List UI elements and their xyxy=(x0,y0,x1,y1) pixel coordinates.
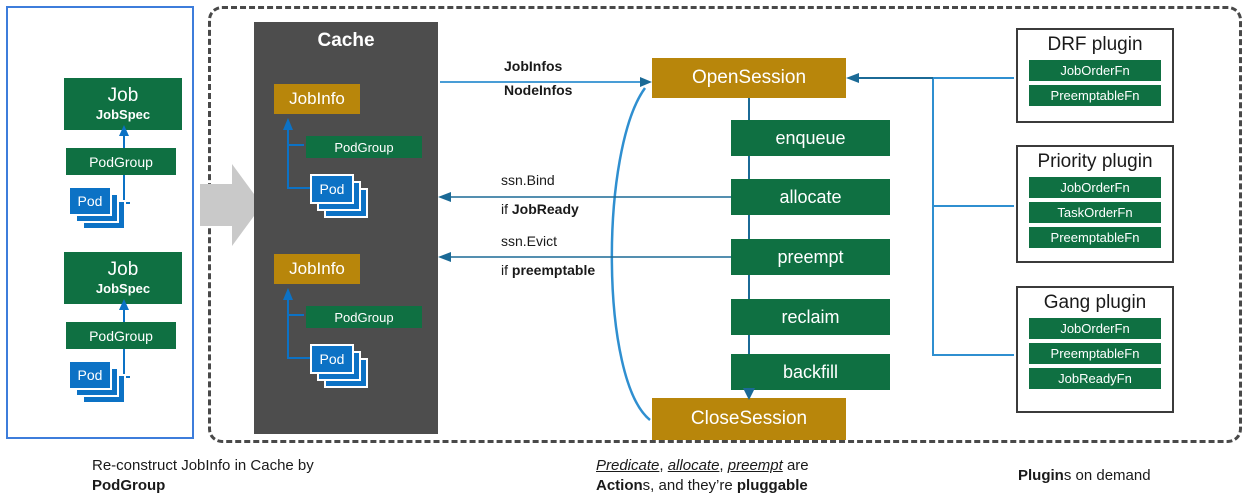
job-subtitle: JobSpec xyxy=(95,107,151,122)
plugin-fn: JobOrderFn xyxy=(1029,177,1161,198)
jobready-keyword: JobReady xyxy=(511,201,579,217)
edge-label-jobready-cond: if JobReady xyxy=(501,201,579,217)
pod-stack: Pod xyxy=(68,360,126,404)
job-box: Job JobSpec xyxy=(64,252,182,304)
plugin-title: Priority plugin xyxy=(1037,151,1153,172)
plugin-fn: TaskOrderFn xyxy=(1029,202,1161,223)
caption-left: Re-construct JobInfo in Cache by PodGrou… xyxy=(92,456,422,496)
term-action: Action xyxy=(596,477,643,494)
plugin-fn: PreemptableFn xyxy=(1029,227,1161,248)
pod-box: Pod xyxy=(310,344,354,374)
edge-label-nodeinfos: NodeInfos xyxy=(504,82,573,98)
edge-label-ssn-bind: ssn.Bind xyxy=(501,172,555,188)
term-plugin: Plugin xyxy=(1018,467,1064,484)
close-session-node: CloseSession xyxy=(652,398,846,440)
jobinfo1-connectors xyxy=(283,118,310,189)
preemptable-keyword: preemptable xyxy=(511,262,596,278)
transform-arrow-icon xyxy=(200,164,262,246)
tail: s on demand xyxy=(1063,467,1151,484)
action-allocate: allocate xyxy=(731,179,890,215)
plugin-fn: JobOrderFn xyxy=(1029,318,1161,339)
sep: , xyxy=(719,457,728,474)
plugin-fn: JobReadyFn xyxy=(1029,368,1161,389)
action-enqueue: enqueue xyxy=(731,120,890,156)
job-title: Job xyxy=(107,259,139,280)
plugin-card-drf[interactable]: DRF plugin JobOrderFn PreemptableFn xyxy=(1016,28,1174,123)
term-preempt: preempt xyxy=(727,457,783,474)
pod-stack: Pod xyxy=(68,186,126,230)
action-preempt: preempt xyxy=(731,239,890,275)
jobinfo2-connectors xyxy=(283,288,310,359)
caption-center-line2: Actions, and they’re pluggable xyxy=(596,476,956,496)
pod-stack: Pod xyxy=(310,344,368,388)
pod-box: Pod xyxy=(68,360,112,390)
podgroup-box: PodGroup xyxy=(306,136,422,158)
job-title: Job xyxy=(107,85,139,106)
plugin-fn: JobOrderFn xyxy=(1029,60,1161,81)
caption-left-line2: PodGroup xyxy=(92,477,166,494)
jobinfo-box: JobInfo xyxy=(274,254,360,284)
plugin-card-priority[interactable]: Priority plugin JobOrderFn TaskOrderFn P… xyxy=(1016,145,1174,263)
podgroup-box: PodGroup xyxy=(66,322,176,349)
podgroup-box: PodGroup xyxy=(66,148,176,175)
if-keyword: if xyxy=(501,201,512,217)
edge-label-preemptable-cond: if preemptable xyxy=(501,262,595,278)
podgroup-box: PodGroup xyxy=(306,306,422,328)
edge-label-ssn-evict: ssn.Evict xyxy=(501,233,558,249)
plugin-title: Gang plugin xyxy=(1043,292,1147,313)
open-session-node: OpenSession xyxy=(652,58,846,98)
tail: are xyxy=(782,457,809,474)
pod-box: Pod xyxy=(68,186,112,216)
if-keyword: if xyxy=(501,262,512,278)
mid: s, and they’re xyxy=(642,477,737,494)
sep: , xyxy=(659,457,668,474)
edge-label-jobinfos: JobInfos xyxy=(504,58,563,74)
term-predicate: Predicate xyxy=(596,457,660,474)
caption-left-line1: Re-construct JobInfo in Cache by xyxy=(92,457,314,474)
action-reclaim: reclaim xyxy=(731,299,890,335)
plugin-fn: PreemptableFn xyxy=(1029,85,1161,106)
plugin-fn: PreemptableFn xyxy=(1029,343,1161,364)
job-source-panel: Job JobSpec PodGroup Pod Job JobSpec Pod… xyxy=(6,6,194,439)
job-box: Job JobSpec xyxy=(64,78,182,130)
pod-box: Pod xyxy=(310,174,354,204)
caption-center-line1: Predicate, allocate, preempt are xyxy=(596,456,956,476)
plugin-title: DRF plugin xyxy=(1047,34,1143,55)
cache-title: Cache xyxy=(317,30,375,51)
job-subtitle: JobSpec xyxy=(95,281,151,296)
plugin-card-gang[interactable]: Gang plugin JobOrderFn PreemptableFn Job… xyxy=(1016,286,1174,413)
term-pluggable: pluggable xyxy=(736,477,808,494)
pod-stack: Pod xyxy=(310,174,368,218)
caption-right: Plugins on demand xyxy=(1018,466,1256,486)
term-allocate: allocate xyxy=(667,457,720,474)
action-backfill: backfill xyxy=(731,354,890,390)
caption-center: Predicate, allocate, preempt are Actions… xyxy=(596,456,956,496)
jobinfo-box: JobInfo xyxy=(274,84,360,114)
